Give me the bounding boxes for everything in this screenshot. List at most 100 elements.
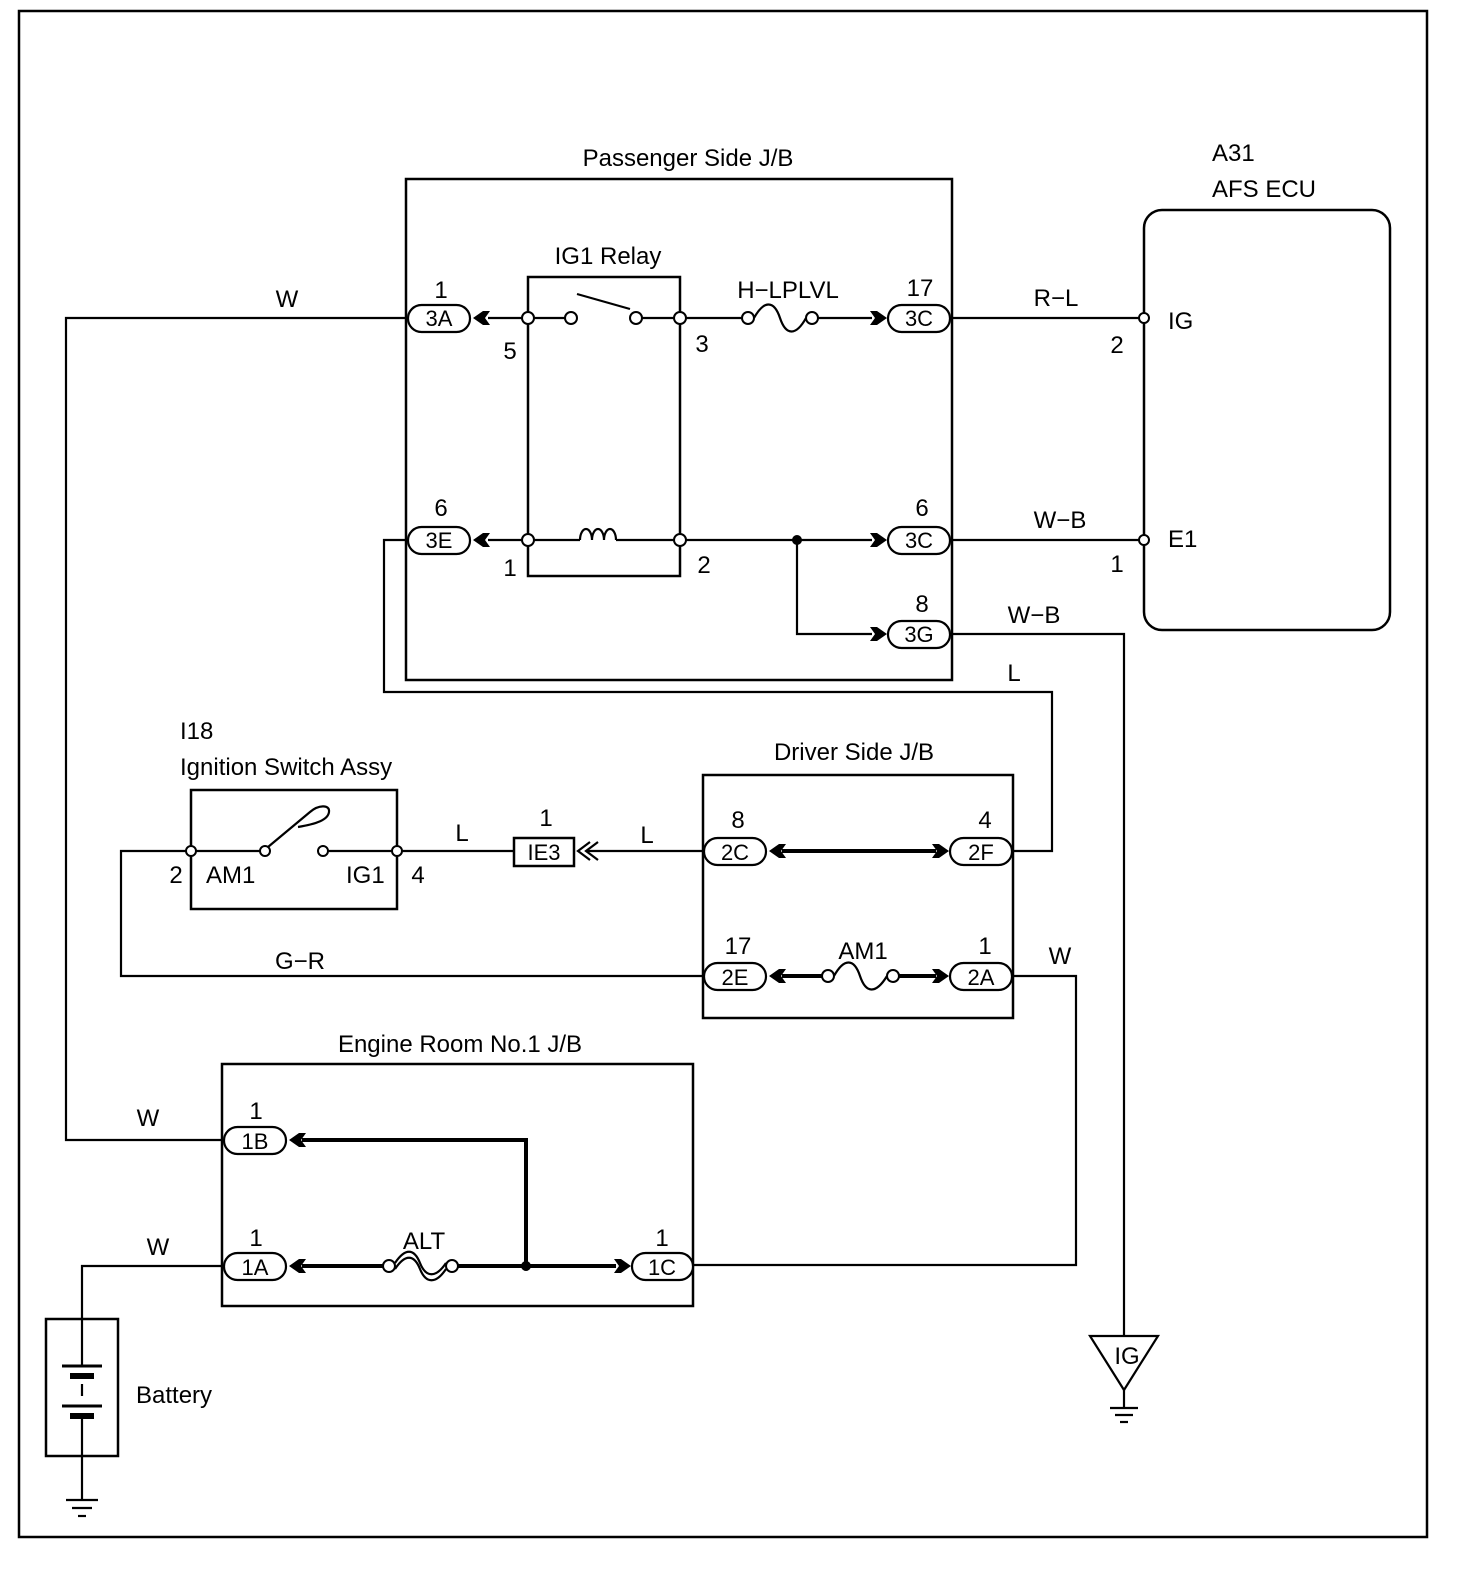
connector-2a bbox=[948, 961, 1014, 992]
fuse-alt-label: ALT bbox=[403, 1228, 446, 1255]
ig1-relay-label: IG1 Relay bbox=[555, 243, 662, 270]
connector-3a-pin: 1 bbox=[434, 277, 447, 304]
wire-w-battery-1a bbox=[80, 1264, 224, 1319]
wire-l-3e-2f bbox=[382, 538, 1054, 853]
connector-arrow-icon bbox=[870, 533, 887, 547]
ground-icon bbox=[1110, 1406, 1138, 1424]
ground-point-label: IG bbox=[1114, 1343, 1139, 1370]
fuse-icon bbox=[753, 303, 807, 333]
wire-l-ie3-label: L bbox=[640, 822, 653, 849]
junction-connector-ie3: IE3 1 bbox=[512, 805, 599, 868]
wire-l-ig1-label: L bbox=[455, 820, 468, 847]
fuse-terminal bbox=[741, 311, 755, 325]
wire-l-3e-label: L bbox=[1007, 660, 1020, 687]
wire-w-1b-3a bbox=[64, 316, 408, 1142]
relay-contact bbox=[629, 311, 643, 325]
connector-1b-id: 1B bbox=[242, 1129, 269, 1154]
connector-1a-pin: 1 bbox=[249, 1225, 262, 1252]
switch-contact bbox=[317, 845, 329, 857]
ecu-terminal-ig-pin: 2 bbox=[1110, 332, 1123, 359]
ecu-code: A31 bbox=[1212, 140, 1255, 167]
ignition-switch-assy: I18 Ignition Switch Assy 2 AM1 IG1 4 bbox=[169, 718, 425, 911]
switch-ig1-pin: 4 bbox=[411, 862, 424, 889]
connector-2c-id: 2C bbox=[721, 840, 749, 865]
engine-room-jb: Engine Room No.1 J/B 1B 1 1A 1 ALT 1C 1 bbox=[220, 1031, 695, 1308]
wire-w-2a-label: W bbox=[1049, 943, 1072, 970]
ground-icon bbox=[66, 1498, 98, 1518]
fuse-am1: AM1 bbox=[821, 938, 900, 991]
driver-jb-title: Driver Side J/B bbox=[774, 739, 934, 766]
connector-2c bbox=[702, 836, 768, 867]
fuse-terminal bbox=[805, 311, 819, 325]
relay-terminal-2 bbox=[673, 533, 687, 547]
wire-g-r bbox=[119, 849, 704, 978]
passenger-jb-title: Passenger Side J/B bbox=[583, 145, 794, 172]
connector-2a-pin: 1 bbox=[978, 933, 991, 960]
connector-3c-e1-id: 3C bbox=[905, 528, 933, 553]
connector-3g-pin: 8 bbox=[915, 591, 928, 618]
passenger-jb-box bbox=[404, 177, 954, 682]
splice-dot bbox=[521, 1261, 531, 1271]
ecu-terminal-e1-label: E1 bbox=[1168, 526, 1197, 553]
connector-3e-id: 3E bbox=[426, 528, 453, 553]
connector-3e-pin: 6 bbox=[434, 495, 447, 522]
connector-2f bbox=[948, 836, 1014, 867]
battery-label: Battery bbox=[136, 1382, 212, 1409]
jb-wire bbox=[302, 1138, 528, 1266]
ecu-terminal-ig bbox=[1138, 312, 1150, 324]
connector-2a-id: 2A bbox=[968, 965, 995, 990]
connector-arrow-icon bbox=[870, 311, 887, 325]
fuse-terminal bbox=[886, 969, 900, 983]
connector-3c-e1-pin: 6 bbox=[915, 495, 928, 522]
connector-1a-id: 1A bbox=[242, 1255, 269, 1280]
relay-terminal-5 bbox=[521, 311, 535, 325]
ecu-terminal-ig-label: IG bbox=[1168, 308, 1193, 335]
connector-arrow-icon bbox=[614, 1259, 631, 1273]
ground-point-ig: IG bbox=[1088, 1334, 1160, 1424]
connector-1a bbox=[222, 1251, 288, 1282]
jb-wire bbox=[795, 540, 872, 636]
diagram-frame bbox=[17, 9, 1429, 1539]
double-chevron-icon bbox=[576, 841, 599, 861]
connector-3c-ig-pin: 17 bbox=[907, 275, 934, 302]
fuse-h-lplvl: H−LPLVL bbox=[737, 277, 839, 333]
afs-ecu: A31 AFS ECU IG 2 E1 1 bbox=[1110, 140, 1392, 632]
battery: Battery bbox=[44, 1317, 212, 1518]
relay-coil-icon bbox=[578, 527, 618, 541]
connector-1b-pin: 1 bbox=[249, 1098, 262, 1125]
fuse-terminal bbox=[821, 969, 835, 983]
wire-w-3a-label: W bbox=[276, 286, 299, 313]
fuse-h-lplvl-label: H−LPLVL bbox=[737, 277, 839, 304]
relay-pin-2: 2 bbox=[697, 552, 710, 579]
ignition-key-blade-icon bbox=[267, 805, 331, 848]
fuse-terminal bbox=[382, 1259, 396, 1273]
ecu-name: AFS ECU bbox=[1212, 176, 1316, 203]
ie3-box bbox=[512, 836, 576, 868]
switch-terminal-ig1 bbox=[391, 845, 403, 857]
switch-am1-label: AM1 bbox=[206, 862, 255, 889]
fuse-icon bbox=[833, 961, 888, 991]
ie3-id: IE3 bbox=[527, 840, 560, 865]
relay-pin-5: 5 bbox=[503, 338, 516, 365]
engine-room-jb-box bbox=[220, 1062, 695, 1308]
wire-w-2a-1c bbox=[693, 974, 1078, 1267]
wire-w-battery-label: W bbox=[147, 1234, 170, 1261]
ig1-relay-box bbox=[526, 275, 682, 578]
relay-pin-3: 3 bbox=[695, 331, 708, 358]
switch-terminal-am1 bbox=[185, 845, 197, 857]
ignition-switch-name: Ignition Switch Assy bbox=[180, 754, 392, 781]
relay-pin-1: 1 bbox=[503, 555, 516, 582]
switch-am1-pin: 2 bbox=[169, 862, 182, 889]
connector-2c-pin: 8 bbox=[731, 807, 744, 834]
wire-w-b-ground bbox=[950, 632, 1126, 1336]
connector-3a-id: 3A bbox=[426, 306, 453, 331]
ecu-terminal-e1-pin: 1 bbox=[1110, 551, 1123, 578]
switch-contact bbox=[259, 845, 271, 857]
connector-2e-id: 2E bbox=[722, 965, 749, 990]
relay-contact bbox=[564, 311, 578, 325]
ground-point-triangle-icon bbox=[1088, 1334, 1160, 1393]
connector-arrow-icon bbox=[473, 533, 490, 547]
ecu-terminal-e1 bbox=[1138, 534, 1150, 546]
fuse-am1-label: AM1 bbox=[838, 938, 887, 965]
